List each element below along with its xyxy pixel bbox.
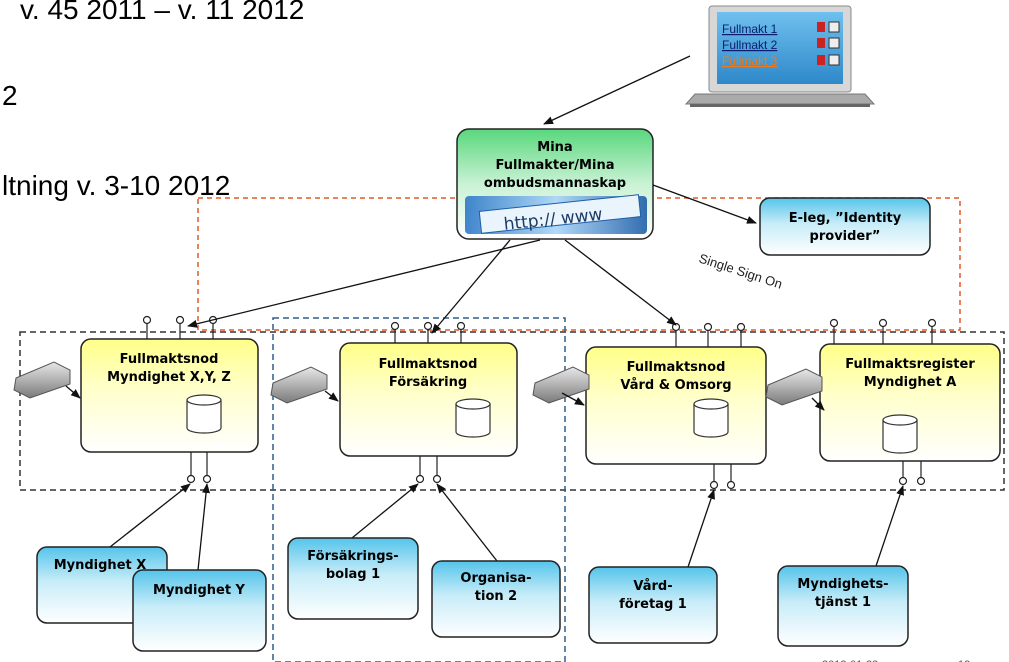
eleg-box — [759, 197, 931, 256]
eleg-title-line-2: provider” — [810, 229, 881, 244]
node-2-title-line-2: Försäkring — [389, 375, 467, 390]
scanner-icon-2 — [270, 366, 328, 404]
schedule-text-3: ltning v. 3-10 2012 — [2, 170, 231, 201]
footer-page: 12 — [958, 659, 970, 662]
eleg-title-line-1: E-leg, ”Identity — [789, 211, 902, 226]
schedule-text-1: v. 45 2011 – v. 11 2012 — [20, 0, 305, 25]
portal-box — [456, 128, 654, 240]
scanner-arrows — [65, 385, 825, 411]
database-icon-4 — [882, 414, 918, 454]
laptop-item-3[interactable]: Fullmakt 3 — [722, 54, 778, 68]
node-group-outline — [19, 331, 1005, 491]
client-box-3 — [287, 537, 419, 620]
client-5-title-line-2: företag 1 — [619, 597, 687, 612]
database-icon-3 — [693, 398, 729, 438]
database-icon-2 — [455, 398, 491, 438]
portal-title-line-2: Fullmakter/Mina — [496, 158, 615, 173]
client-4-title-line-1: Organisa- — [460, 571, 531, 586]
database-icon-1 — [186, 394, 222, 434]
client-5-title-line-1: Vård- — [633, 579, 672, 594]
node-4-title-line-2: Myndighet A — [864, 375, 957, 390]
portal-title-line-1: Mina — [537, 140, 572, 155]
client-1-title: Myndighet X — [54, 558, 147, 573]
node-4-title-line-1: Fullmaktsregister — [845, 357, 975, 372]
client-3-title-line-1: Försäkrings- — [307, 549, 398, 564]
node-1-title-line-2: Myndighet X,Y, Z — [107, 370, 231, 385]
portal-title-line-3: ombudsmannaskap — [484, 176, 626, 191]
node-3-title-line-2: Vård & Omsorg — [620, 378, 731, 393]
laptop-item-1[interactable]: Fullmakt 1 — [722, 22, 778, 36]
client-6-title-line-1: Myndighets- — [797, 577, 888, 592]
node-3-title-line-1: Fullmaktsnod — [627, 360, 726, 375]
scanner-icon-1 — [13, 361, 71, 399]
laptop-item-2[interactable]: Fullmakt 2 — [722, 38, 778, 52]
client-3-title-line-2: bolag 1 — [326, 567, 380, 582]
node-2-title-line-1: Fullmaktsnod — [379, 357, 478, 372]
sso-label: Single Sign On — [697, 251, 784, 292]
client-2-title: Myndighet Y — [153, 583, 246, 598]
laptop-icon — [684, 5, 876, 107]
client-6-title-line-2: tjänst 1 — [815, 595, 871, 610]
scanner-icon-3 — [532, 366, 590, 404]
insurance-group-outline — [272, 317, 566, 662]
scanner-icon-4 — [765, 368, 823, 406]
connection-arrows — [109, 55, 904, 571]
schedule-text-2: 2 — [2, 80, 18, 111]
client-box-4 — [431, 560, 561, 638]
footer-date: 2012-01-23 — [822, 659, 878, 662]
client-box-2 — [132, 569, 267, 652]
node-1-title-line-1: Fullmaktsnod — [120, 352, 219, 367]
client-box-6 — [777, 565, 909, 647]
client-box-5 — [588, 566, 718, 644]
laptop-action-icons — [817, 21, 840, 66]
client-4-title-line-2: tion 2 — [475, 589, 517, 604]
